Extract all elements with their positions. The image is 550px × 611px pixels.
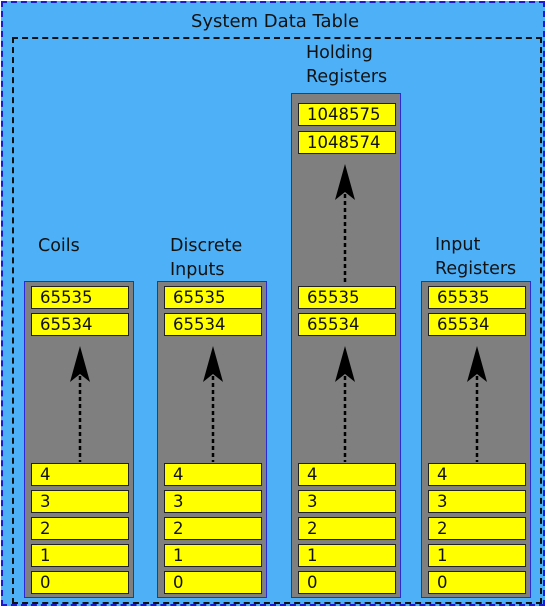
coils-cell-65535: 65535: [31, 286, 129, 309]
coils-up-arrow-icon: [70, 346, 90, 462]
discrete-inputs-cell-4: 4: [164, 463, 262, 486]
diagram-title: System Data Table: [190, 11, 360, 32]
coils-cell-2: 2: [31, 517, 129, 540]
coils-cell-65534: 65534: [31, 313, 129, 336]
discrete-inputs-cell-0: 0: [164, 571, 262, 594]
coils-label: Coils: [38, 236, 80, 256]
data-area-frame: [12, 37, 542, 604]
input-registers-cell-3: 3: [428, 490, 526, 513]
coils-table: 65535 65534 4 3 2 1 0: [24, 281, 134, 598]
holding-registers-cell-1: 1: [298, 544, 396, 567]
input-registers-cell-1: 1: [428, 544, 526, 567]
discrete-inputs-label: Discrete Inputs: [170, 236, 243, 280]
input-registers-cell-2: 2: [428, 517, 526, 540]
holding-registers-cell-65534: 65534: [298, 313, 396, 336]
input-registers-cell-4: 4: [428, 463, 526, 486]
discrete-inputs-up-arrow-icon: [203, 346, 223, 462]
holding-registers-label: Holding Registers: [306, 43, 388, 87]
discrete-inputs-table: 65535 65534 4 3 2 1 0: [157, 281, 267, 598]
holding-registers-cell-0: 0: [298, 571, 396, 594]
input-registers-cell-0: 0: [428, 571, 526, 594]
discrete-inputs-cell-2: 2: [164, 517, 262, 540]
coils-cell-4: 4: [31, 463, 129, 486]
coils-cell-1: 1: [31, 544, 129, 567]
coils-cell-0: 0: [31, 571, 129, 594]
holding-registers-cell-1048575: 1048575: [298, 103, 396, 126]
input-registers-label: Input Registers: [435, 235, 517, 279]
holding-registers-cell-1048574: 1048574: [298, 131, 396, 154]
holding-registers-upper-arrow-icon: [335, 164, 355, 282]
input-registers-up-arrow-icon: [467, 346, 487, 462]
discrete-inputs-cell-3: 3: [164, 490, 262, 513]
input-registers-cell-65534: 65534: [428, 313, 526, 336]
holding-registers-table: 1048575 1048574 65535 65534 4 3 2 1 0: [291, 93, 401, 598]
input-registers-cell-65535: 65535: [428, 286, 526, 309]
holding-registers-cell-65535: 65535: [298, 286, 396, 309]
coils-cell-3: 3: [31, 490, 129, 513]
holding-registers-cell-3: 3: [298, 490, 396, 513]
input-registers-table: 65535 65534 4 3 2 1 0: [421, 281, 531, 598]
holding-registers-cell-2: 2: [298, 517, 396, 540]
discrete-inputs-cell-1: 1: [164, 544, 262, 567]
holding-registers-cell-4: 4: [298, 463, 396, 486]
discrete-inputs-cell-65534: 65534: [164, 313, 262, 336]
holding-registers-lower-arrow-icon: [335, 346, 355, 462]
discrete-inputs-cell-65535: 65535: [164, 286, 262, 309]
